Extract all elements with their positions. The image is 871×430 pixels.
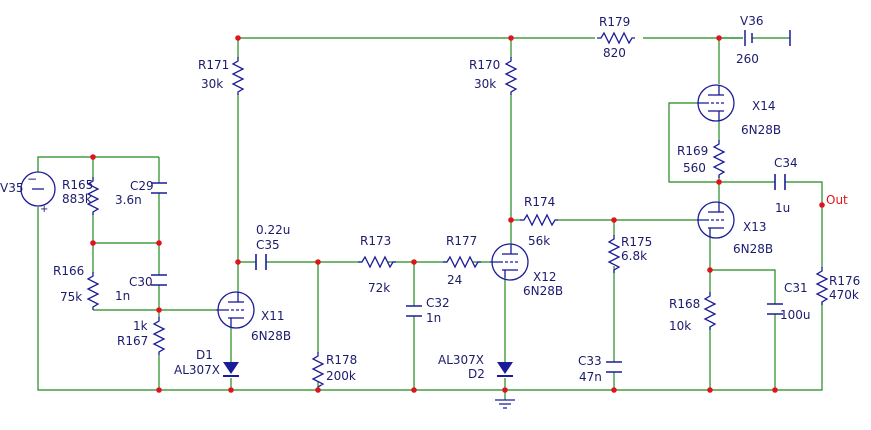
capacitor-c32 xyxy=(406,305,422,317)
v36-value: 260 xyxy=(736,52,759,66)
tube-x11 xyxy=(216,291,255,329)
c29-value: 3.6n xyxy=(115,193,142,207)
r167-label: R167 xyxy=(117,334,148,348)
r174-label: R174 xyxy=(524,195,555,209)
x13-label: X13 xyxy=(743,220,767,234)
c30-label: C30 xyxy=(129,275,153,289)
c35-value: 0.22u xyxy=(256,223,290,237)
c31-value: 100u xyxy=(780,308,811,322)
capacitor-c31 xyxy=(767,303,783,315)
r165-value: 883k xyxy=(62,192,92,206)
ground-symbol xyxy=(495,399,515,409)
r165-label: R165 xyxy=(62,178,93,192)
tube-x13 xyxy=(697,201,735,239)
capacitor-c33 xyxy=(606,361,622,373)
resistor-r176 xyxy=(816,266,828,306)
r177-label: R177 xyxy=(446,234,477,248)
r174-value: 56k xyxy=(528,234,550,248)
c34-value: 1u xyxy=(775,201,790,215)
d1-label: D1 xyxy=(196,348,213,362)
c35-label: C35 xyxy=(256,238,280,252)
resistor-r168 xyxy=(704,291,716,331)
v35-label: V35 xyxy=(0,181,23,195)
r176-value: 470k xyxy=(829,288,859,302)
c34-label: C34 xyxy=(774,156,798,170)
capacitor-c30 xyxy=(151,274,167,286)
tube-x14 xyxy=(697,84,735,122)
r178-label: R178 xyxy=(326,353,357,367)
output-label: Out xyxy=(826,193,848,207)
resistor-r170 xyxy=(505,56,517,96)
r166-value: 75k xyxy=(60,290,82,304)
v36-label: V36 xyxy=(740,14,763,28)
resistor-r166 xyxy=(87,271,99,311)
voltage-source-v35 xyxy=(20,171,56,207)
x14-type: 6N28B xyxy=(741,123,781,137)
x13-type: 6N28B xyxy=(733,242,773,256)
r177-value: 24 xyxy=(447,273,462,287)
x12-label: X12 xyxy=(533,270,557,284)
c32-label: C32 xyxy=(426,296,450,310)
tube-x12 xyxy=(490,243,529,281)
r166-label: R166 xyxy=(53,264,84,278)
component-labels: V35 − + V36 260 R179 820 R171 30k R170 3… xyxy=(0,14,860,384)
r170-label: R170 xyxy=(469,58,500,72)
r168-value: 10k xyxy=(669,319,691,333)
c29-label: C29 xyxy=(130,179,154,193)
resistor-r179 xyxy=(596,32,636,44)
d2-label: D2 xyxy=(468,367,485,381)
c31-label: C31 xyxy=(784,281,808,295)
v35-top-wire xyxy=(37,156,159,172)
r171-label: R171 xyxy=(198,58,229,72)
r173-value: 72k xyxy=(368,281,390,295)
resistor-r171 xyxy=(232,56,244,96)
v35-plus-sign: + xyxy=(40,204,48,215)
capacitor-c35 xyxy=(255,254,267,270)
c32-value: 1n xyxy=(426,311,441,325)
r167-value: 1k xyxy=(133,319,148,333)
x11-type: 6N28B xyxy=(251,329,291,343)
v35-minus-sign: − xyxy=(27,172,37,186)
diode-d1 xyxy=(223,362,239,377)
r179-value: 820 xyxy=(603,46,626,60)
resistor-r167 xyxy=(153,316,165,356)
resistor-r174 xyxy=(519,214,559,226)
x11-label: X11 xyxy=(261,309,285,323)
capacitor-c34 xyxy=(774,174,786,190)
diode-d2 xyxy=(497,362,513,377)
r170-value: 30k xyxy=(474,77,496,91)
ground-rail xyxy=(37,207,823,391)
r176-label: R176 xyxy=(829,274,860,288)
r175-value: 6.8k xyxy=(621,249,647,263)
capacitor-c29 xyxy=(151,182,167,194)
r179-label: R179 xyxy=(599,15,630,29)
d1-type: AL307X xyxy=(174,363,220,377)
r169-label: R169 xyxy=(677,144,708,158)
r169-value: 560 xyxy=(683,161,706,175)
resistor-r169 xyxy=(713,139,725,179)
wires xyxy=(37,37,823,400)
r173-label: R173 xyxy=(360,234,391,248)
r168-label: R168 xyxy=(669,297,700,311)
c33-value: 47n xyxy=(579,370,602,384)
x12-type: 6N28B xyxy=(523,284,563,298)
d2-type: AL307X xyxy=(438,353,484,367)
x14-label: X14 xyxy=(752,99,776,113)
junction-nodes xyxy=(90,35,825,393)
r175-label: R175 xyxy=(621,235,652,249)
r178-value: 200k xyxy=(326,369,356,383)
voltage-source-v36 xyxy=(744,30,791,46)
r171-value: 30k xyxy=(201,77,223,91)
c33-label: C33 xyxy=(578,354,602,368)
c30-value: 1n xyxy=(115,289,130,303)
